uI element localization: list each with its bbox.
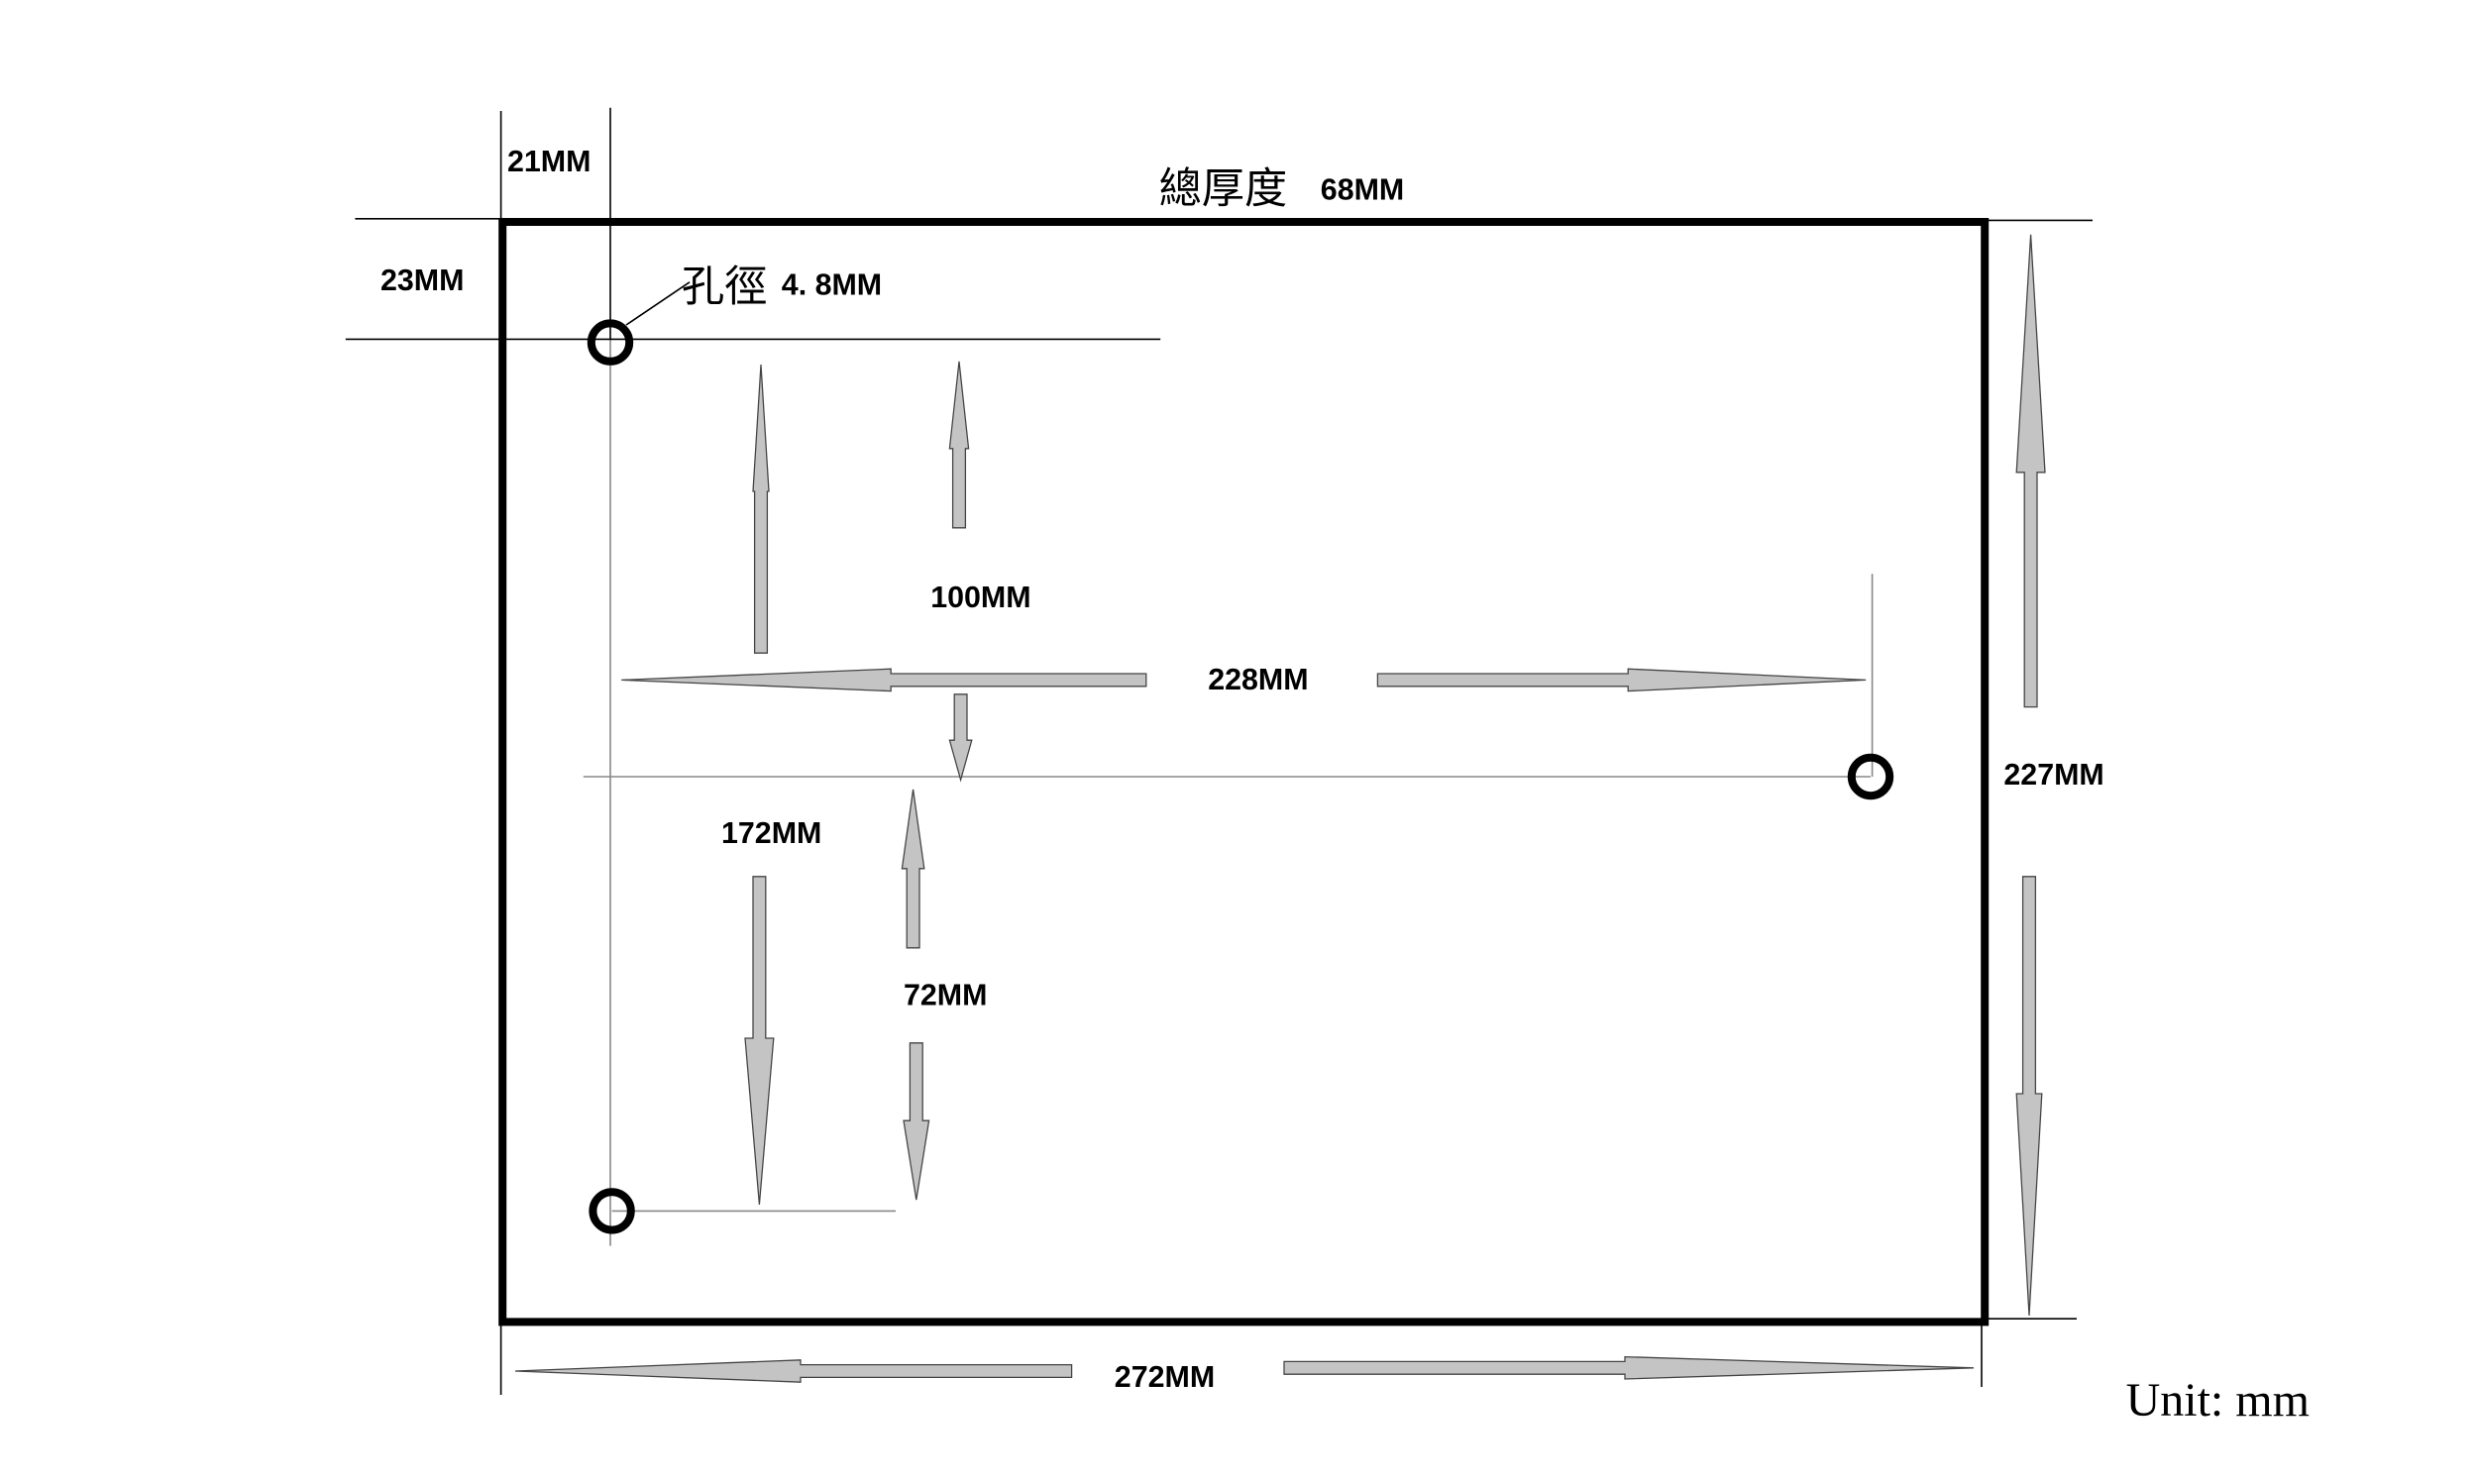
dimension-arrow-icon bbox=[752, 364, 770, 654]
dim-top-offset-y: 23MM bbox=[380, 264, 464, 297]
dimension-arrow-icon bbox=[948, 361, 970, 529]
extension-lines bbox=[345, 107, 2093, 1395]
dimension-arrow-icon bbox=[1376, 668, 1867, 692]
dimension-arrow-icon bbox=[514, 1359, 1073, 1383]
panel-outline bbox=[498, 218, 1990, 1326]
thickness-value: 68MM bbox=[1321, 173, 1404, 207]
thickness-label: 總厚度 bbox=[1159, 164, 1288, 214]
dim-width: 272MM bbox=[1115, 1360, 1215, 1394]
dimension-arrow-icon bbox=[2015, 876, 2043, 1317]
mounting-hole-right bbox=[1847, 753, 1894, 800]
dimension-arrow-icon bbox=[2015, 234, 2046, 708]
dim-height: 227MM bbox=[2003, 758, 2103, 792]
unit-note: Unit: mm bbox=[2126, 1374, 2310, 1427]
hole-diameter-label: 孔徑 bbox=[682, 263, 767, 312]
dimension-arrow-icon bbox=[903, 1042, 930, 1201]
dim-hole-vertical-total: 172MM bbox=[721, 816, 821, 850]
dimension-arrow-icon bbox=[744, 876, 775, 1206]
dim-hole-horizontal: 228MM bbox=[1208, 663, 1308, 696]
mounting-hole-bottom-left bbox=[589, 1188, 635, 1234]
dim-hole-vertical-lower: 72MM bbox=[904, 978, 987, 1011]
mounting-hole-top-left bbox=[587, 319, 634, 366]
hole-diameter-value: 4. 8MM bbox=[782, 268, 882, 302]
dimension-arrow-icon bbox=[621, 668, 1147, 692]
dimension-arrows bbox=[514, 234, 2046, 1383]
dimension-arrow-icon bbox=[948, 693, 973, 783]
dimension-arrow-icon bbox=[901, 789, 925, 949]
dimension-arrow-icon bbox=[1283, 1355, 1975, 1380]
dim-hole-vertical-upper: 100MM bbox=[930, 581, 1030, 614]
dim-top-offset-x: 21MM bbox=[507, 145, 591, 178]
